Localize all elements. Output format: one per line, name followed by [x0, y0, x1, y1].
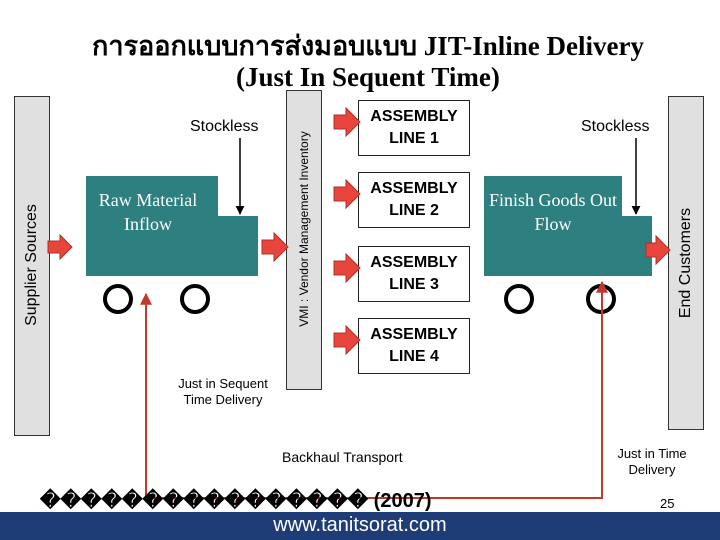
right-truck-front-wheel	[504, 284, 534, 314]
title-line-2: (Just In Sequent Time)	[236, 62, 500, 92]
finish-goods-truck	[484, 176, 622, 252]
vmi-bar	[286, 90, 322, 390]
left-truck-front-wheel	[103, 284, 133, 314]
assembly-line-1-label: ASSEMBLY LINE 1	[370, 108, 458, 147]
stockless-right-label: Stockless	[581, 118, 650, 135]
page-number: 25	[660, 496, 675, 511]
raw-material-label: Raw Material Inflow	[98, 190, 198, 234]
raw-material-truck-cab	[218, 216, 258, 252]
assembly-line-4-label: ASSEMBLY LINE 4	[370, 326, 458, 365]
assembly-line-3: ASSEMBLY LINE 3	[358, 246, 470, 302]
block-arrow-to-vmi	[261, 231, 289, 263]
backhaul-label: Backhaul Transport	[282, 449, 403, 465]
just-in-sequent-label: Just in Sequent Time Delivery	[178, 376, 268, 407]
left-truck-rear-wheel	[180, 284, 210, 314]
assembly-line-1: ASSEMBLY LINE 1	[358, 100, 470, 156]
block-arrow-to-customers	[645, 234, 671, 266]
finish-goods-label: Finish Goods Out Flow	[488, 190, 618, 234]
assembly-line-3-label: ASSEMBLY LINE 3	[370, 254, 458, 293]
raw-material-truck	[86, 176, 218, 252]
title-line-1: การออกแบบการส่งมอบแบบ JIT-Inline Deliver…	[92, 31, 644, 61]
just-in-time-label: Just in Time Delivery	[617, 446, 687, 477]
credit-text: ���������������� (2007)	[40, 490, 432, 512]
block-arrows-assembly	[333, 106, 361, 356]
end-customers-bar	[668, 96, 704, 430]
footer-bar	[0, 512, 720, 540]
assembly-line-2-label: ASSEMBLY LINE 2	[370, 180, 458, 219]
finish-goods-truck-base	[484, 252, 652, 276]
block-arrow-supplier	[47, 233, 73, 261]
footer-url[interactable]: www.tanitsorat.com	[273, 514, 447, 536]
supplier-sources-bar	[14, 96, 50, 436]
assembly-line-2: ASSEMBLY LINE 2	[358, 172, 470, 228]
raw-material-truck-base	[86, 252, 258, 276]
assembly-line-4: ASSEMBLY LINE 4	[358, 318, 470, 374]
stockless-left-label: Stockless	[190, 118, 259, 135]
